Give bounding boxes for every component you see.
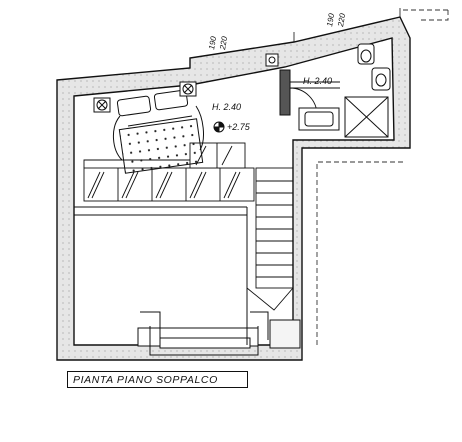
dimension-left: 190 220 [207,35,229,51]
wall-fixtures [265,53,279,67]
mezzanine-edge [74,206,248,345]
svg-text:220: 220 [336,12,347,28]
bedroom-height: H. 2.40 [212,102,241,112]
staircase [246,167,294,311]
glass-railing [83,142,255,202]
plan-title: PIANTA PIANO SOPPALCO [67,371,248,388]
level-marker [213,121,225,133]
svg-text:190: 190 [325,12,336,27]
bottom-openings [137,311,301,356]
lamp-right-icon [182,83,194,95]
svg-text:190: 190 [207,35,218,50]
dimension-right: 190 220 [325,12,347,28]
site-boundary [316,9,449,345]
lamp-left-icon [96,99,108,111]
double-bed [93,81,204,174]
svg-text:220: 220 [218,35,229,51]
bathroom-height: H. 2.40 [303,76,332,86]
bathroom-fixtures [298,43,391,138]
level-label: +2.75 [227,122,251,132]
